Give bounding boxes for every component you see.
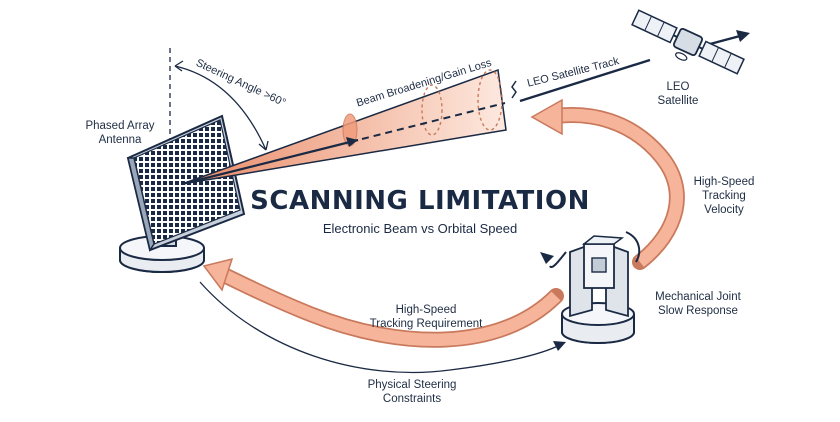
tracking-velocity-label-line1: High-Speed (693, 176, 755, 188)
leo-satellite-track (511, 30, 750, 103)
leo-satellite-label-line1: LEO (666, 81, 690, 93)
leo-satellite-icon (631, 9, 745, 75)
steering-constraints-label-line2: Constraints (382, 393, 442, 405)
tracking-requirement-label: High-Speed Tracking Requirement (356, 303, 496, 331)
antenna-base (119, 212, 205, 273)
mechanical-joint-label-line1: Mechanical Joint (655, 291, 741, 303)
leo-satellite-label: LEO Satellite (648, 80, 708, 108)
tracking-velocity-label-line3: Velocity (704, 204, 744, 216)
steering-constraints-label-line1: Physical Steering (367, 379, 457, 391)
antenna-label: Phased Array Antenna (80, 119, 160, 147)
tracking-velocity-label: High-Speed Tracking Velocity (684, 175, 764, 217)
mechanical-joint (540, 231, 641, 344)
antenna-label-line2: Antenna (98, 134, 142, 146)
tracking-requirement-arrow (202, 257, 564, 348)
mechanical-joint-label-line2: Slow Response (658, 305, 738, 317)
steering-constraints-label: Physical Steering Constraints (352, 378, 472, 406)
steering-constraints-line (199, 281, 566, 374)
beam-cone (181, 68, 507, 186)
antenna-label-line1: Phased Array (85, 120, 155, 132)
tracking-requirement-label-line2: Tracking Requirement (369, 318, 483, 330)
tracking-requirement-label-line1: High-Speed (395, 304, 457, 316)
tracking-velocity-label-line2: Tracking (702, 190, 746, 202)
mechanical-joint-label: Mechanical Joint Slow Response (646, 290, 750, 318)
diagram-title: SCANNING LIMITATION (250, 186, 590, 216)
leo-satellite-label-line2: Satellite (657, 95, 699, 107)
diagram-subtitle: Electronic Beam vs Orbital Speed (322, 221, 518, 236)
tracking-velocity-arrow (530, 98, 685, 270)
